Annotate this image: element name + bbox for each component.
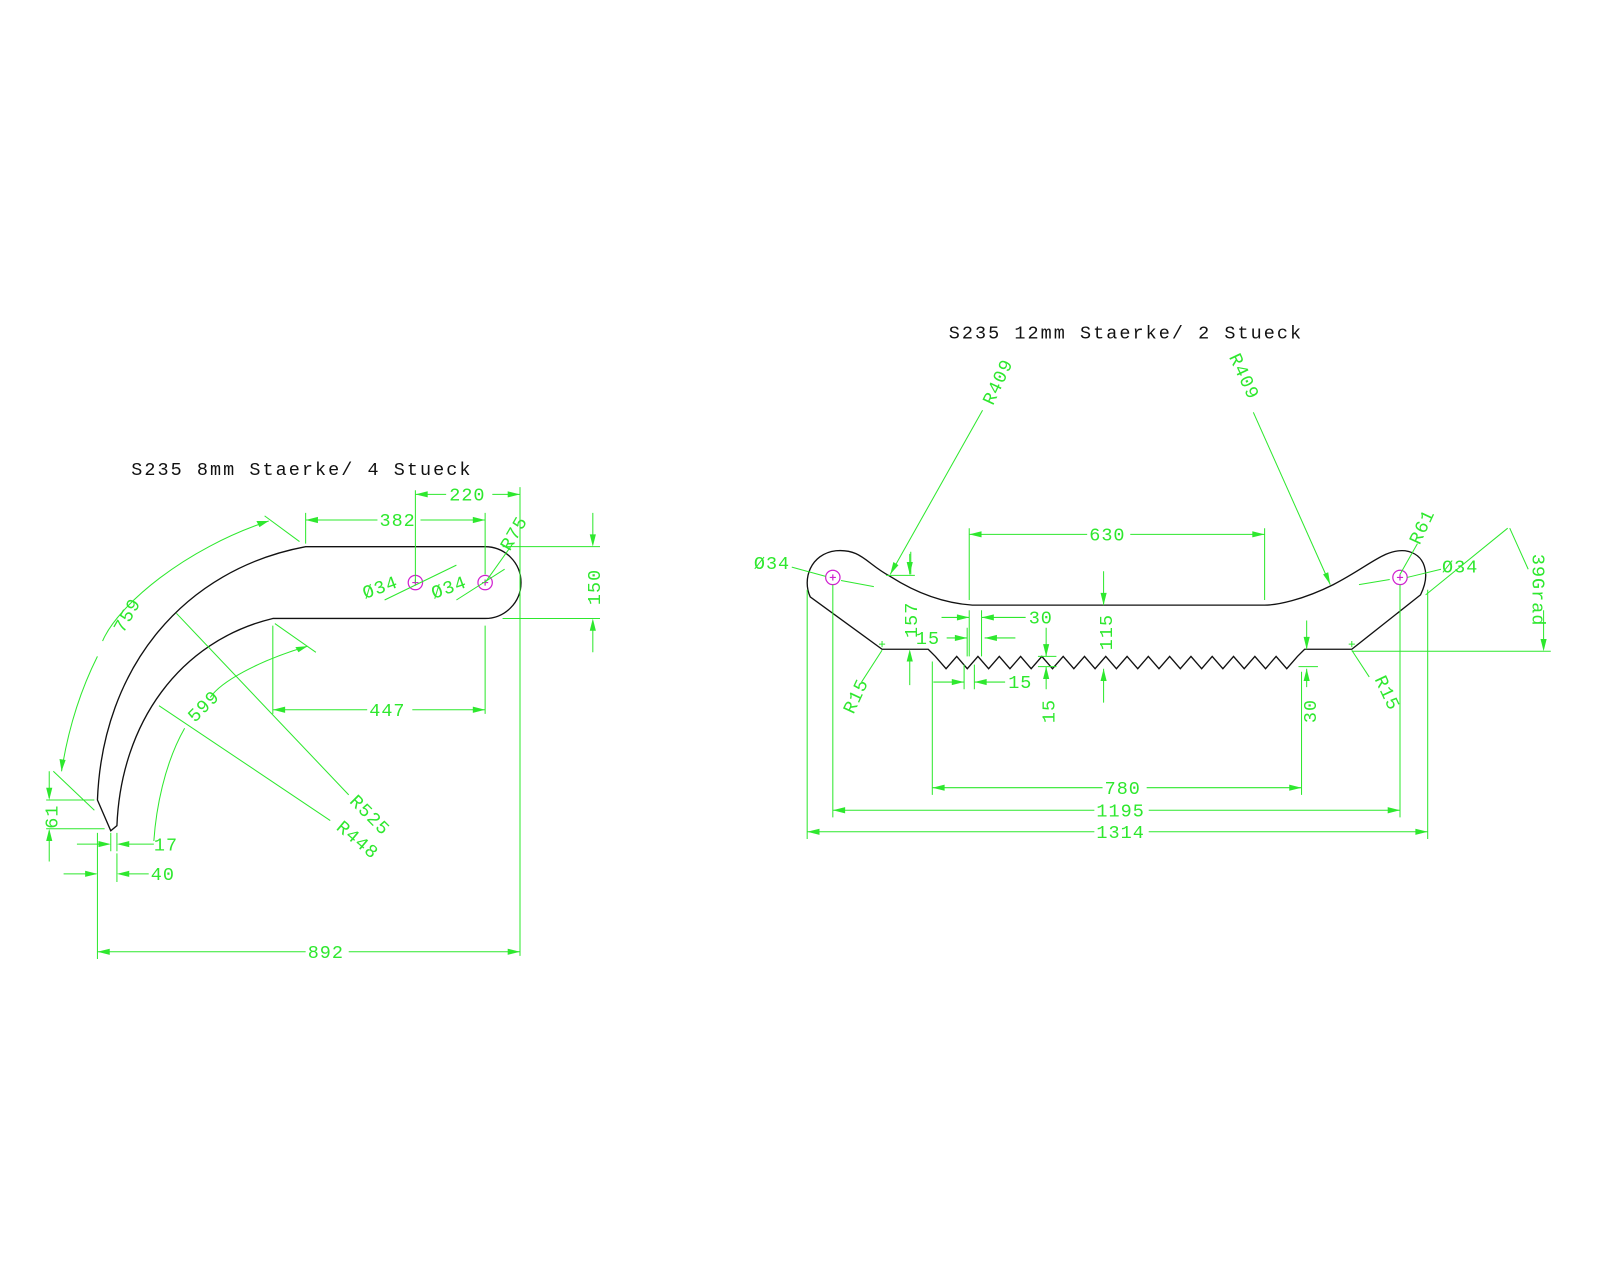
dim-r61: R61 [1406, 506, 1440, 548]
hole-right-label: Ø34 [1442, 557, 1478, 578]
dim-1195: 1195 [832, 584, 1401, 822]
dim-15-b: 15 [933, 664, 1032, 694]
dim-780: 780 [931, 661, 1303, 800]
dim-15-c: 15 [1037, 627, 1060, 723]
dim-61: 61 [42, 771, 105, 862]
dim-892: 892 [97, 943, 520, 964]
dim-30-b: 30 [1298, 620, 1322, 723]
svg-text:15: 15 [916, 629, 940, 650]
hole-2 [477, 574, 493, 591]
svg-text:R75: R75 [497, 513, 533, 555]
svg-text:15: 15 [1008, 673, 1032, 694]
svg-text:157: 157 [902, 602, 923, 638]
dim-r15-left: R15 [840, 676, 874, 718]
svg-text:447: 447 [369, 701, 405, 722]
dim-r409-left: R409 [979, 356, 1018, 409]
dim-447: 447 [272, 625, 486, 722]
dim-630: 630 [968, 526, 1266, 600]
right-part: S235 12mm Staerke/ 2 Stueck R409 R409 63… [754, 323, 1551, 844]
svg-text:150: 150 [585, 569, 606, 605]
dim-1314: 1314 [806, 589, 1429, 844]
dim-150: 150 [502, 512, 606, 653]
dim-r409-right: R409 [1223, 351, 1262, 404]
svg-text:15: 15 [1039, 699, 1060, 723]
svg-text:892: 892 [308, 943, 344, 964]
left-part: S235 8mm Staerke/ 4 Stueck 220 382 R75 1… [42, 460, 606, 964]
svg-text:1195: 1195 [1096, 801, 1144, 822]
dim-r15-right: R15 [1369, 673, 1403, 715]
hole-1-label: Ø34 [360, 572, 401, 604]
svg-text:17: 17 [154, 835, 178, 856]
dim-382: 382 [305, 511, 486, 575]
svg-text:599: 599 [184, 687, 225, 728]
svg-text:759: 759 [110, 595, 146, 637]
svg-text:780: 780 [1105, 779, 1141, 800]
svg-text:630: 630 [1089, 526, 1125, 547]
svg-text:40: 40 [151, 865, 175, 886]
svg-text:115: 115 [1097, 614, 1118, 650]
dim-220: 220 [414, 486, 521, 956]
right-part-outline [806, 550, 1427, 670]
dim-115: 115 [1097, 571, 1118, 703]
left-part-title: S235 8mm Staerke/ 4 Stueck [131, 460, 472, 481]
dim-arc-599: 599 [153, 623, 317, 842]
right-part-title: S235 12mm Staerke/ 2 Stueck [949, 323, 1303, 344]
svg-text:382: 382 [379, 511, 415, 532]
dim-17-40: 17 40 [63, 832, 178, 959]
dim-157: 157 [902, 553, 923, 686]
svg-text:61: 61 [42, 805, 63, 829]
hole-2-label: Ø34 [429, 572, 470, 604]
svg-text:30: 30 [1029, 609, 1053, 630]
svg-text:220: 220 [449, 486, 485, 507]
dim-15-a: 15 [916, 627, 1016, 657]
svg-text:1314: 1314 [1096, 823, 1144, 844]
dim-30-a: 30 [941, 609, 1053, 657]
svg-text:39Grad: 39Grad [1526, 554, 1547, 627]
hole-left-label: Ø34 [754, 554, 790, 575]
svg-text:30: 30 [1301, 699, 1322, 723]
dim-angle-39: 39Grad [1351, 527, 1551, 652]
